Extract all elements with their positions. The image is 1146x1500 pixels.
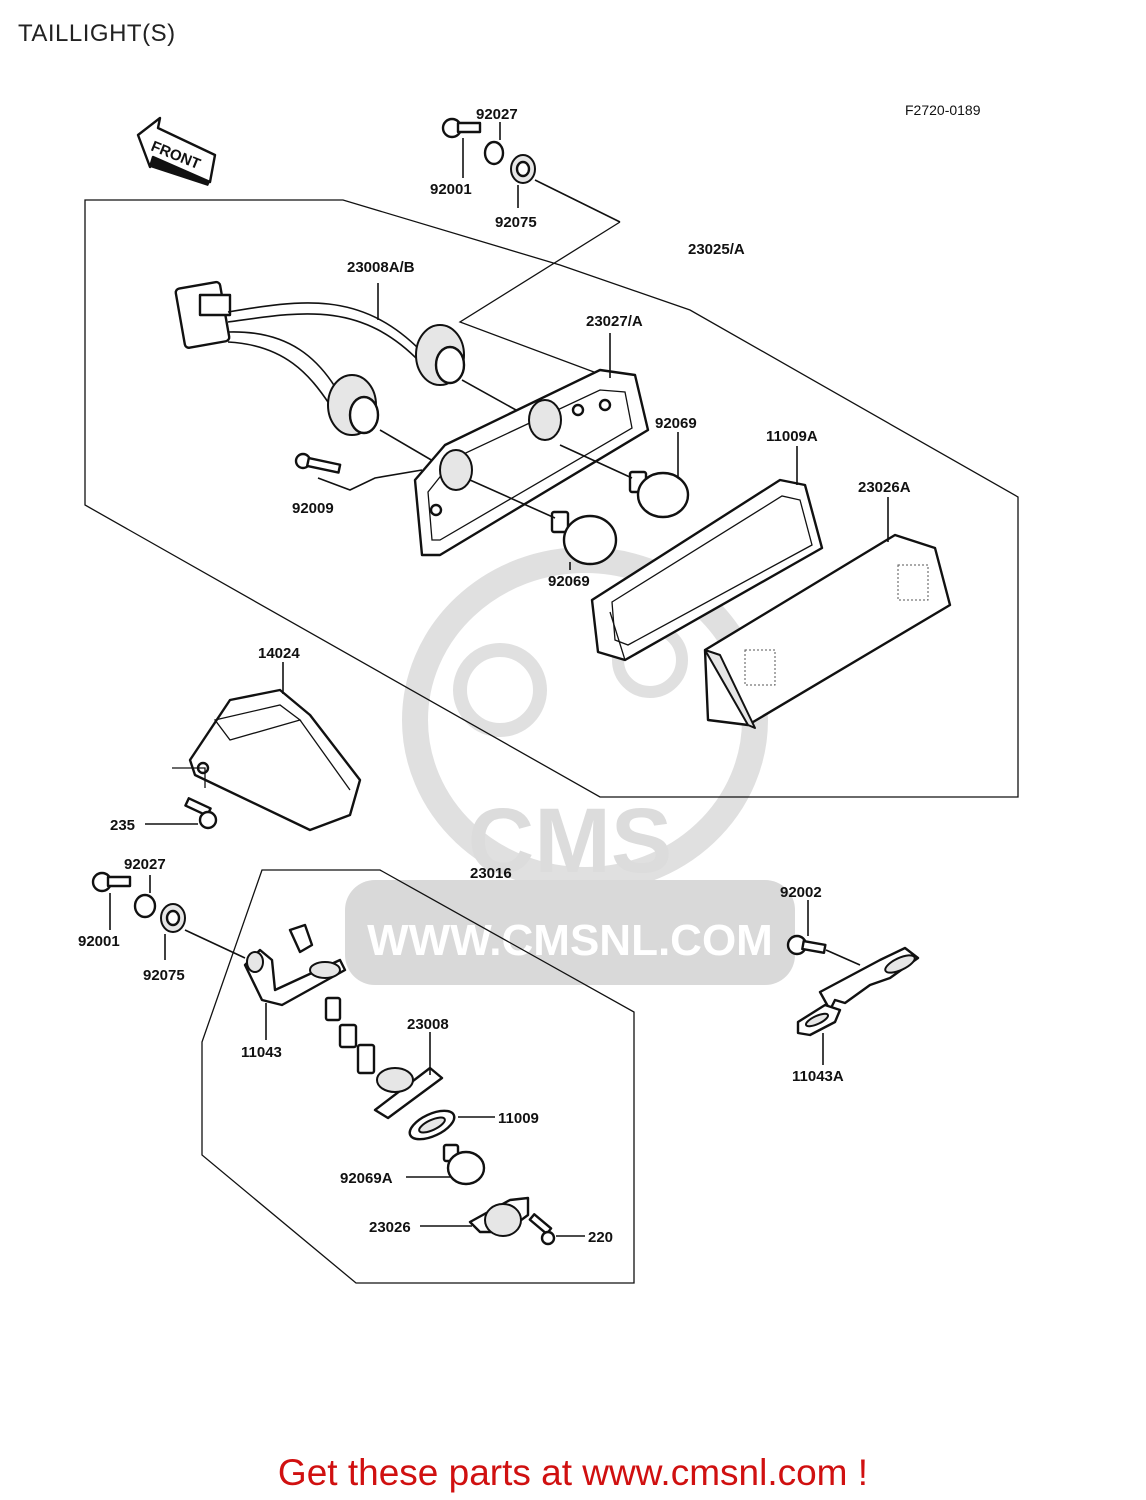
assembly-outline-23016 (201, 869, 635, 1284)
label-11009A: 11009A (766, 428, 818, 445)
bracket-11043 (243, 923, 347, 1007)
screw-235 (172, 767, 218, 830)
cms-watermark: CMS WWW.CMSNL.COM (345, 547, 795, 985)
front-arrow-icon: FRONT (136, 116, 217, 186)
lens-23026A (703, 533, 952, 729)
label-14024: 14024 (258, 645, 300, 662)
gasket-11009 (408, 1109, 456, 1141)
bolt-92001-bottom (91, 871, 132, 893)
grommet-92075-top (510, 154, 536, 184)
label-220: 220 (588, 1229, 613, 1246)
label-92075-top: 92075 (495, 214, 537, 231)
label-92069-left: 92069 (548, 573, 590, 590)
label-11043: 11043 (241, 1044, 282, 1061)
label-23027A: 23027/A (586, 313, 643, 330)
lens-23026 (468, 1196, 530, 1237)
cover-14024 (188, 688, 362, 832)
bulb-92069A (442, 1143, 486, 1186)
label-23008: 23008 (407, 1016, 449, 1033)
wiring-harness-23008AB (174, 280, 466, 436)
bracket-11043A (796, 946, 920, 1037)
label-11009: 11009 (498, 1110, 539, 1127)
label-23026: 23026 (369, 1219, 411, 1236)
bulb-92069-left (550, 510, 618, 566)
label-23016: 23016 (470, 865, 512, 882)
grommet-92075-bottom (160, 903, 186, 933)
label-92069A: 92069A (340, 1170, 393, 1187)
collar-92027-top (483, 140, 505, 166)
label-23008AB: 23008A/B (347, 259, 415, 276)
label-92001-bottom: 92001 (78, 933, 120, 950)
collar-92027-bottom (133, 893, 157, 919)
label-11043A: 11043A (792, 1068, 844, 1085)
watermark-url: WWW.CMSNL.COM (367, 916, 773, 965)
label-92075-bottom: 92075 (143, 967, 185, 984)
screw-220 (528, 1213, 556, 1246)
label-23025A: 23025/A (688, 241, 745, 258)
page-title: TAILLIGHT(S) (18, 20, 176, 47)
taillight-housing-23027A (413, 368, 650, 557)
bolt-92001-top (441, 117, 482, 139)
label-92027-top: 92027 (476, 106, 518, 123)
label-92002: 92002 (780, 884, 822, 901)
figure-code: F2720-0189 (905, 102, 981, 118)
bulb-92069-right (628, 470, 690, 519)
footer-link-text[interactable]: Get these parts at www.cmsnl.com ! (277, 1452, 869, 1493)
bolt-92002 (786, 934, 827, 956)
label-92009: 92009 (292, 500, 334, 517)
label-235: 235 (110, 817, 135, 834)
gasket-11009A (590, 478, 824, 662)
bolt-92009 (294, 452, 342, 474)
label-92027-bottom: 92027 (124, 856, 166, 873)
label-23026A: 23026A (858, 479, 911, 496)
assembly-outline-23025A (84, 199, 1019, 798)
label-92001-top: 92001 (430, 181, 472, 198)
watermark-brand: CMS (468, 790, 672, 892)
socket-23008 (324, 996, 444, 1120)
label-92069-right: 92069 (655, 415, 697, 432)
